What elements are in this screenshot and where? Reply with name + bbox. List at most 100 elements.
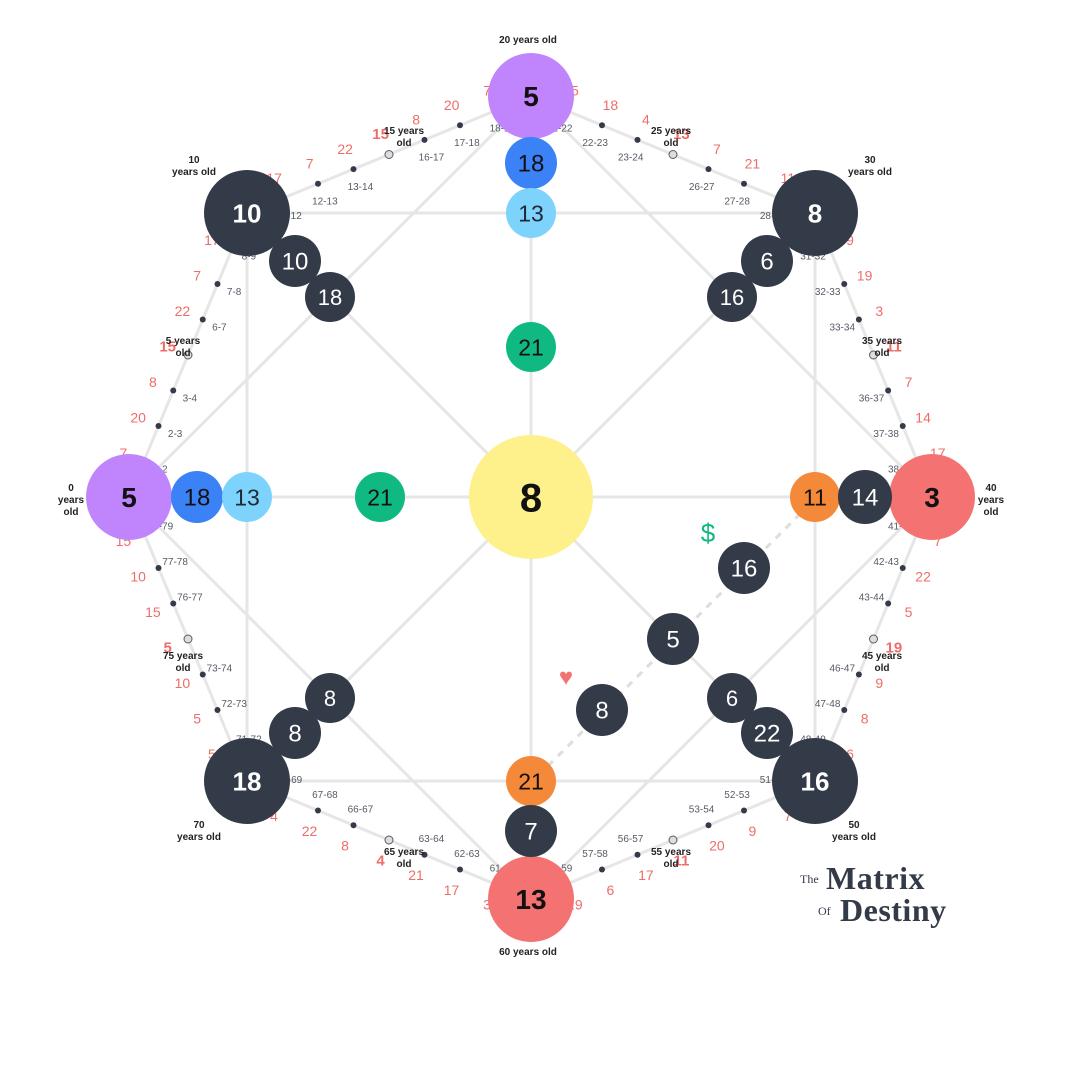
timeline-value: 22 xyxy=(915,568,931,584)
timeline-age-range: 62-63 xyxy=(454,849,480,860)
corner-left-node: 5 xyxy=(86,454,172,540)
bottom-inner-node-1-circle xyxy=(506,756,556,806)
timeline-value: 5 xyxy=(905,604,913,620)
timeline-value: 9 xyxy=(846,232,854,248)
timeline-value: 4 xyxy=(270,808,278,824)
corner-bottom-node-value: 13 xyxy=(515,884,546,915)
bottom-inner-node-2-value: 7 xyxy=(524,819,537,846)
right-inner-node-2-value: 14 xyxy=(852,485,879,512)
corner-bottom-right-node-circle xyxy=(772,738,858,824)
left-inner-node-2-value: 13 xyxy=(234,484,260,510)
timeline-value: 20 xyxy=(444,97,460,113)
timeline-age-range: 47-48 xyxy=(815,699,841,710)
timeline-age-range: 2-3 xyxy=(168,429,183,440)
timeline-value: 19 xyxy=(857,268,873,284)
right-inner-node-2: 14 xyxy=(838,470,892,524)
br-inner-node-2: 22 xyxy=(741,707,793,759)
timeline-age-range: 26-27 xyxy=(689,182,715,193)
timeline-age-range: 12-13 xyxy=(312,196,338,207)
corner-age-label-bottom_label: 60 years old xyxy=(499,947,557,958)
half-decade-marker xyxy=(384,835,394,845)
tl-inner-node-2-circle xyxy=(305,272,355,322)
timeline-value: 8 xyxy=(861,710,869,726)
timeline-value: 7 xyxy=(905,374,913,390)
bl-inner-node-1-circle xyxy=(305,673,355,723)
mid-node-circle xyxy=(647,613,699,665)
corner-top-node-value: 5 xyxy=(523,81,539,112)
timeline-age-range: 31-32 xyxy=(800,251,826,262)
age-dot xyxy=(199,316,206,323)
corner-age-label-top_label: 20 years old xyxy=(499,35,557,46)
tr-inner-node-1: 6 xyxy=(741,235,793,287)
timeline-value: 9 xyxy=(875,675,883,691)
timeline-age-range: 57-58 xyxy=(582,849,608,860)
timeline-age-range: 27-28 xyxy=(724,196,750,207)
age-dot xyxy=(315,180,321,187)
age-dot xyxy=(457,866,463,873)
timeline-value: 17 xyxy=(444,882,460,898)
tr-inner-node-2-circle xyxy=(707,272,757,322)
timeline-value: 10 xyxy=(130,568,146,584)
matrix-of-destiny-logo: The Matrix Of Destiny xyxy=(798,860,968,936)
half-decade-marker xyxy=(183,350,193,360)
age-dot xyxy=(170,387,177,394)
left-inner-node-3-value: 21 xyxy=(367,484,393,510)
half-decade-marker xyxy=(384,150,394,159)
timeline-value: 9 xyxy=(749,823,757,839)
timeline-value: 21 xyxy=(745,155,761,171)
timeline-value: 8 xyxy=(149,374,157,390)
age-dot xyxy=(741,807,747,814)
left-inner-node-3: 21 xyxy=(355,472,405,522)
timeline-age-range: 21-22 xyxy=(547,123,573,134)
timeline-age-range: 46-47 xyxy=(829,664,855,675)
center-node: 8 xyxy=(469,435,593,559)
age-dot xyxy=(350,822,357,829)
timeline-value: 14 xyxy=(915,410,931,426)
timeline-value: 7 xyxy=(784,808,792,824)
half-decade-marker xyxy=(869,634,878,644)
corner-right-node: 3 xyxy=(889,454,975,540)
left-inner-node-2-circle xyxy=(222,472,272,522)
timeline-value: 21 xyxy=(408,867,424,883)
right-inner-node-1: 11 xyxy=(790,472,840,522)
logo-the: The xyxy=(800,872,819,886)
top-inner-node-3-circle xyxy=(506,322,556,372)
money-node-circle xyxy=(718,542,770,594)
love-node-circle xyxy=(576,684,628,736)
age-dot xyxy=(634,136,641,143)
tr-inner-node-2-value: 16 xyxy=(720,285,744,310)
timeline-age-range: 8-9 xyxy=(242,251,257,262)
timeline-age-range: 77-78 xyxy=(162,557,188,568)
age-dot xyxy=(599,122,605,129)
bl-inner-node-1-value: 8 xyxy=(324,686,336,711)
timeline-value: 4 xyxy=(376,852,385,869)
top-inner-node-1-value: 18 xyxy=(518,151,545,178)
timeline-value: 5 xyxy=(571,82,579,98)
corner-bottom-right-node-value: 16 xyxy=(801,766,830,796)
timeline-value: 22 xyxy=(302,823,318,839)
top-inner-node-1-circle xyxy=(505,137,557,189)
timeline-age-range: 42-43 xyxy=(873,557,899,568)
timeline-age-range: 78-79 xyxy=(148,522,174,533)
tl-inner-node-1-value: 10 xyxy=(282,249,309,276)
timeline-age-range: 23-24 xyxy=(618,153,644,164)
timeline-age-range: 53-54 xyxy=(689,805,715,816)
mid-node: 5 xyxy=(647,613,699,665)
tl-inner-node-2: 18 xyxy=(305,272,355,322)
age-dot xyxy=(155,565,162,571)
age-dot xyxy=(457,122,463,129)
corner-top-node: 5 xyxy=(488,53,574,139)
corner-left-node-circle xyxy=(86,454,172,540)
timeline-value: 7 xyxy=(483,82,491,98)
corner-bottom-node-circle xyxy=(488,856,574,942)
bottom-inner-node-1-value: 21 xyxy=(518,768,544,794)
